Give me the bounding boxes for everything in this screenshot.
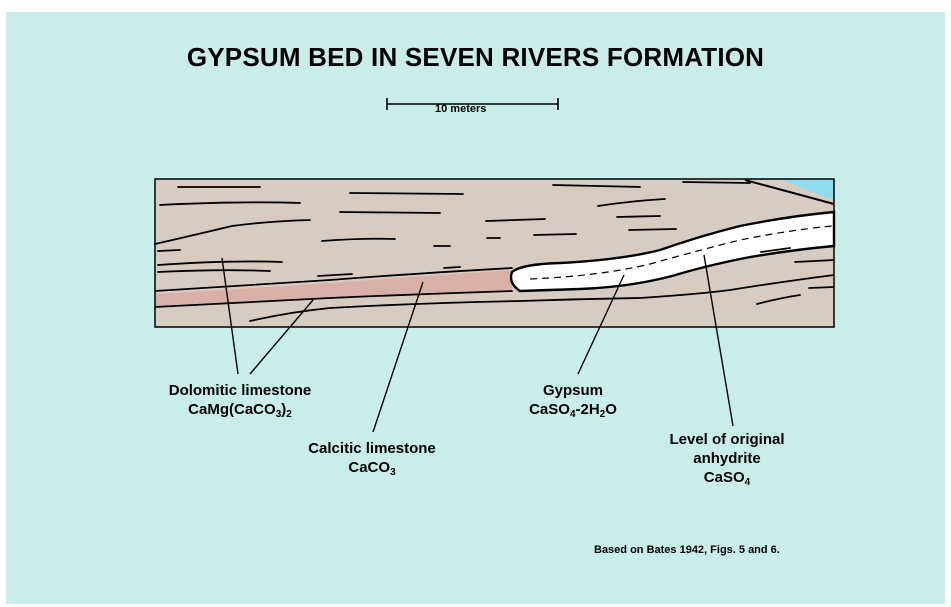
dolomitic-limestone-formula: CaMg(CaCO3)2 [150,400,330,424]
scale-bar-label: 10 meters [435,103,486,115]
anhydrite-line2: anhydrite [642,449,812,468]
source-credit: Based on Bates 1942, Figs. 5 and 6. [594,544,780,556]
anhydrite-line1: Level of original [642,430,812,449]
calcitic-limestone-label: Calcitic limestone CaCO3 [287,439,457,482]
calcitic-limestone-formula: CaCO3 [287,458,457,482]
anhydrite-formula: CaSO4 [642,468,812,492]
dolomitic-limestone-label: Dolomitic limestone CaMg(CaCO3)2 [150,381,330,424]
calcitic-limestone-name: Calcitic limestone [287,439,457,458]
dolomitic-limestone-name: Dolomitic limestone [150,381,330,400]
anhydrite-label: Level of original anhydrite CaSO4 [642,430,812,492]
gypsum-formula: CaSO4-2H2O [513,400,633,424]
gypsum-label: Gypsum CaSO4-2H2O [513,381,633,424]
gypsum-name: Gypsum [513,381,633,400]
